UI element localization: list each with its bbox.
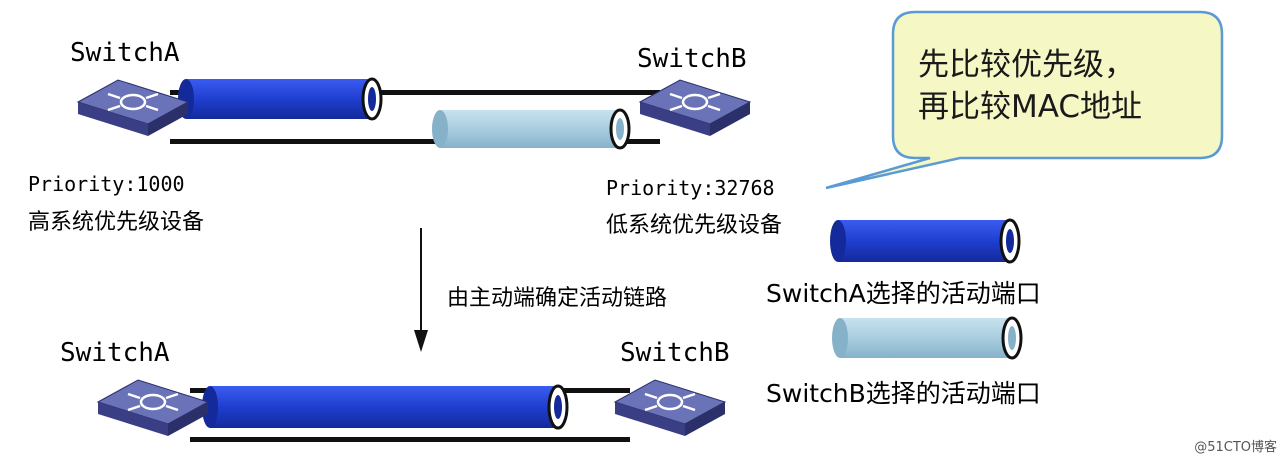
- callout-line-2: 再比较MAC地址: [918, 89, 1143, 125]
- bottom-switch-a-label: SwitchA: [60, 338, 170, 368]
- legend-swatch-a: [830, 218, 1021, 264]
- top-active-port-b: [432, 108, 631, 150]
- top-switch-b-icon: [638, 78, 752, 138]
- top-switch-b-desc: 低系统优先级设备: [606, 213, 783, 238]
- top-switch-a-priority: Priority:1000: [28, 172, 185, 196]
- top-active-port-a: [178, 77, 383, 121]
- top-switch-b-label: SwitchB: [637, 44, 747, 74]
- top-switch-b-priority: Priority:32768: [606, 176, 775, 200]
- bottom-switch-b-icon: [613, 378, 727, 438]
- top-links: [170, 90, 660, 144]
- down-arrow-icon: [414, 228, 428, 352]
- callout-bubble: [825, 10, 1224, 190]
- legend-swatch-b: [832, 316, 1023, 360]
- legend-label-b: SwitchB选择的活动端口: [766, 379, 1041, 408]
- top-switch-a-desc: 高系统优先级设备: [28, 210, 205, 235]
- callout-text: 先比较优先级， 再比较MAC地址: [918, 44, 1142, 128]
- arrow-label: 由主动端确定活动链路: [447, 286, 668, 311]
- top-switch-a-label: SwitchA: [70, 38, 180, 68]
- legend-label-a: SwitchA选择的活动端口: [766, 279, 1041, 308]
- callout-line-1: 先比较优先级，: [918, 47, 1135, 83]
- watermark: @51CTO博客: [1194, 440, 1277, 455]
- top-switch-a-icon: [76, 78, 190, 138]
- bottom-switch-b-label: SwitchB: [620, 338, 730, 368]
- bottom-active-port-a: [202, 384, 569, 430]
